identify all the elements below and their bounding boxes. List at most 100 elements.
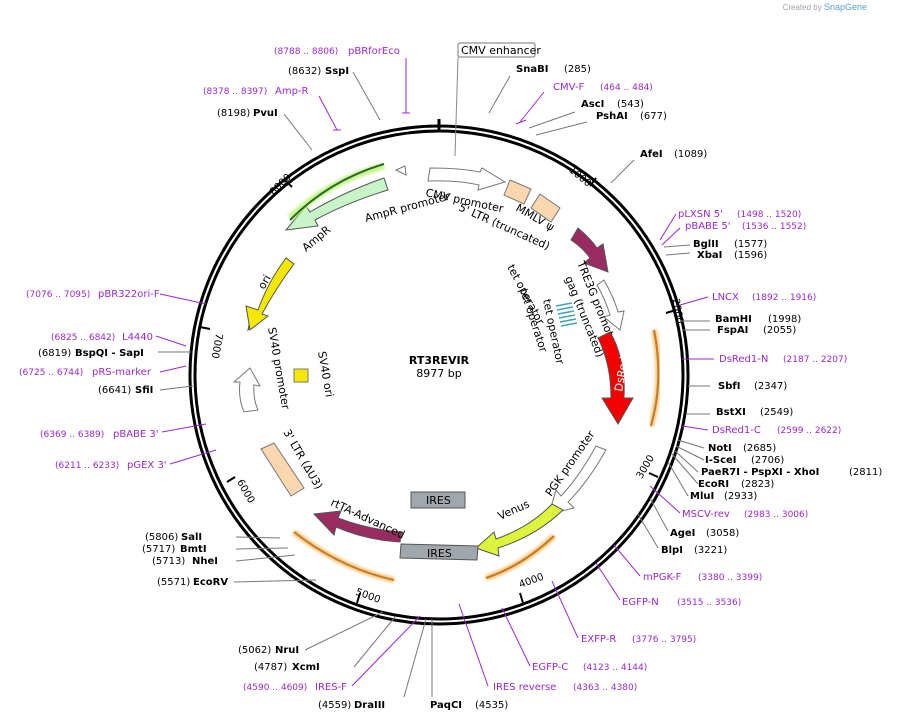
site-bstxi-pos: (2549) (760, 407, 793, 418)
feature-mmlv-psi[interactable] (503, 179, 532, 205)
site-sbfi-pos: (2347) (754, 381, 787, 392)
primer-pgex3[interactable]: pGEX 3' (127, 460, 167, 471)
site-paqci[interactable]: PaqCI (430, 700, 462, 711)
site-bmti-pos: (5717) (142, 544, 175, 555)
primer-pbabe5[interactable]: pBABE 5' (685, 221, 731, 232)
primer-lncx[interactable]: LNCX (712, 292, 739, 303)
primer-cmv-f[interactable]: CMV-F (553, 82, 584, 93)
site-mlui[interactable]: MluI (690, 491, 714, 502)
site-bmti[interactable]: BmtI (180, 544, 207, 555)
primer-dsred1-n[interactable]: DsRed1-N (719, 354, 768, 365)
site-paqci-pos: (4535) (475, 700, 508, 711)
primer-egfp-c[interactable]: EGFP-C (532, 662, 568, 673)
site-sfii[interactable]: SfiI (135, 385, 153, 396)
site-sali-pos: (5806) (145, 532, 178, 543)
label-ires-top: IRES (426, 494, 451, 507)
primer-pbrforeco[interactable]: pBRforEco (348, 46, 400, 57)
site-noti[interactable]: NotI (708, 443, 732, 454)
site-paer7i[interactable]: PaeR7I - PspXI - XhoI (701, 467, 819, 478)
site-ecorv[interactable]: EcoRV (193, 577, 228, 588)
primer-amp-r[interactable]: Amp-R (275, 86, 309, 97)
snapgene-logo: SnapGene (823, 2, 867, 12)
feature-5ltr[interactable] (530, 193, 561, 223)
site-sspi[interactable]: SspI (325, 66, 349, 77)
feature-rtetr[interactable] (312, 510, 403, 543)
feature-tet-operators[interactable] (555, 302, 578, 327)
feature-tre3g[interactable] (570, 227, 609, 273)
primer-egfp-n[interactable]: EGFP-N (622, 597, 659, 608)
site-asci-pos: (543) (617, 99, 644, 110)
feature-dsred2[interactable] (597, 331, 634, 425)
site-bstxi[interactable]: BstXI (716, 407, 746, 418)
primer-mscv-rev[interactable]: MSCV-rev (682, 509, 730, 520)
cmv-enhancer-box[interactable] (457, 42, 536, 58)
site-agei-pos: (3058) (706, 528, 739, 539)
primer-cmv-f-range: (464 .. 484) (600, 83, 653, 93)
site-sali[interactable]: SalI (181, 532, 202, 543)
label-ires-bottom: IRES (427, 547, 452, 560)
feature-gag[interactable] (596, 279, 625, 331)
primer-lncx-range: (1892 .. 1916) (752, 293, 816, 303)
site-nhei-pos: (5713) (152, 556, 185, 567)
site-blpi[interactable]: BlpI (661, 545, 683, 556)
site-ecori[interactable]: EcoRI (698, 479, 729, 490)
label-ampr-prom: AmpR promoter (363, 190, 451, 225)
primer-pbabe3[interactable]: pBABE 3' (113, 429, 159, 440)
label-sv40-prom: SV40 promoter (265, 326, 292, 411)
site-asci[interactable]: AscI (581, 99, 604, 110)
label-venus: Venus (496, 497, 532, 522)
feature-orange-arc-bottom-right (485, 535, 555, 579)
site-snabi-pos: (285) (564, 64, 591, 75)
site-i-scei-pos: (2706) (751, 455, 784, 466)
feature-sv40-prom[interactable] (232, 367, 261, 413)
site-fspai[interactable]: FspAI (717, 325, 748, 336)
site-xcmi-pos: (4787) (254, 662, 287, 673)
site-pvui[interactable]: PvuI (253, 108, 278, 119)
site-nhei[interactable]: NheI (192, 556, 218, 567)
site-draiii[interactable]: DraIII (354, 700, 385, 711)
feature-ires-top[interactable] (410, 491, 466, 509)
feature-ampr[interactable] (284, 177, 389, 231)
site-pvui-pos: (8198) (217, 108, 250, 119)
site-pshai[interactable]: PshAI (596, 111, 628, 122)
site-bamhi-pos: (1998) (768, 314, 801, 325)
site-agei[interactable]: AgeI (670, 528, 695, 539)
primer-prs-marker[interactable]: pRS-marker (92, 367, 152, 378)
label-sv40-ori: SV40 ori (315, 350, 336, 398)
primer-pbrforeco-range: (8788 .. 8806) (274, 47, 338, 57)
primer-ires-f[interactable]: IRES-F (315, 682, 347, 693)
feature-3ltr[interactable] (260, 442, 305, 497)
primer-mpgk-f-range: (3380 .. 3399) (698, 573, 762, 583)
primer-lines (155, 58, 714, 687)
primer-pbr322ori-f[interactable]: pBR322ori-F (98, 289, 160, 300)
site-noti-pos: (2685) (743, 443, 776, 454)
feature-cmv-promoter[interactable] (427, 167, 507, 191)
site-snabi[interactable]: SnaBI (516, 64, 548, 75)
primer-egfp-n-range: (3515 .. 3536) (677, 598, 741, 608)
feature-ires-bottom[interactable] (399, 543, 479, 561)
site-nrui[interactable]: NruI (275, 645, 299, 656)
primer-plxsn5[interactable]: pLXSN 5' (678, 209, 723, 220)
feature-venus[interactable] (475, 503, 564, 557)
primer-exfp-r[interactable]: EXFP-R (581, 634, 616, 645)
site-i-scei[interactable]: I-SceI (705, 455, 737, 466)
site-xbai[interactable]: XbaI (697, 250, 722, 261)
site-bspqi[interactable]: BspQI - SapI (75, 348, 144, 359)
plasmid-name: RT3REVIR (409, 354, 470, 367)
site-afei[interactable]: AfeI (640, 149, 663, 160)
plasmid-length: 8977 bp (416, 367, 461, 380)
feature-ampr-prom[interactable] (394, 165, 407, 176)
primer-ires-reverse[interactable]: IRES reverse (493, 682, 556, 693)
leader-lines (158, 71, 710, 698)
site-bglii[interactable]: BglII (693, 239, 719, 250)
feature-sv40-ori[interactable] (293, 368, 309, 383)
primer-ires-reverse-range: (4363 .. 4380) (573, 683, 637, 693)
site-sbfi[interactable]: SbfI (718, 381, 740, 392)
primer-l4440[interactable]: L4440 (122, 332, 153, 343)
site-xcmi[interactable]: XcmI (292, 662, 320, 673)
primer-mpgk-f[interactable]: mPGK-F (643, 572, 682, 583)
site-bamhi[interactable]: BamHI (715, 314, 752, 325)
tick-label-3000: 3000 (635, 453, 657, 481)
primer-dsred1-c[interactable]: DsRed1-C (712, 425, 761, 436)
